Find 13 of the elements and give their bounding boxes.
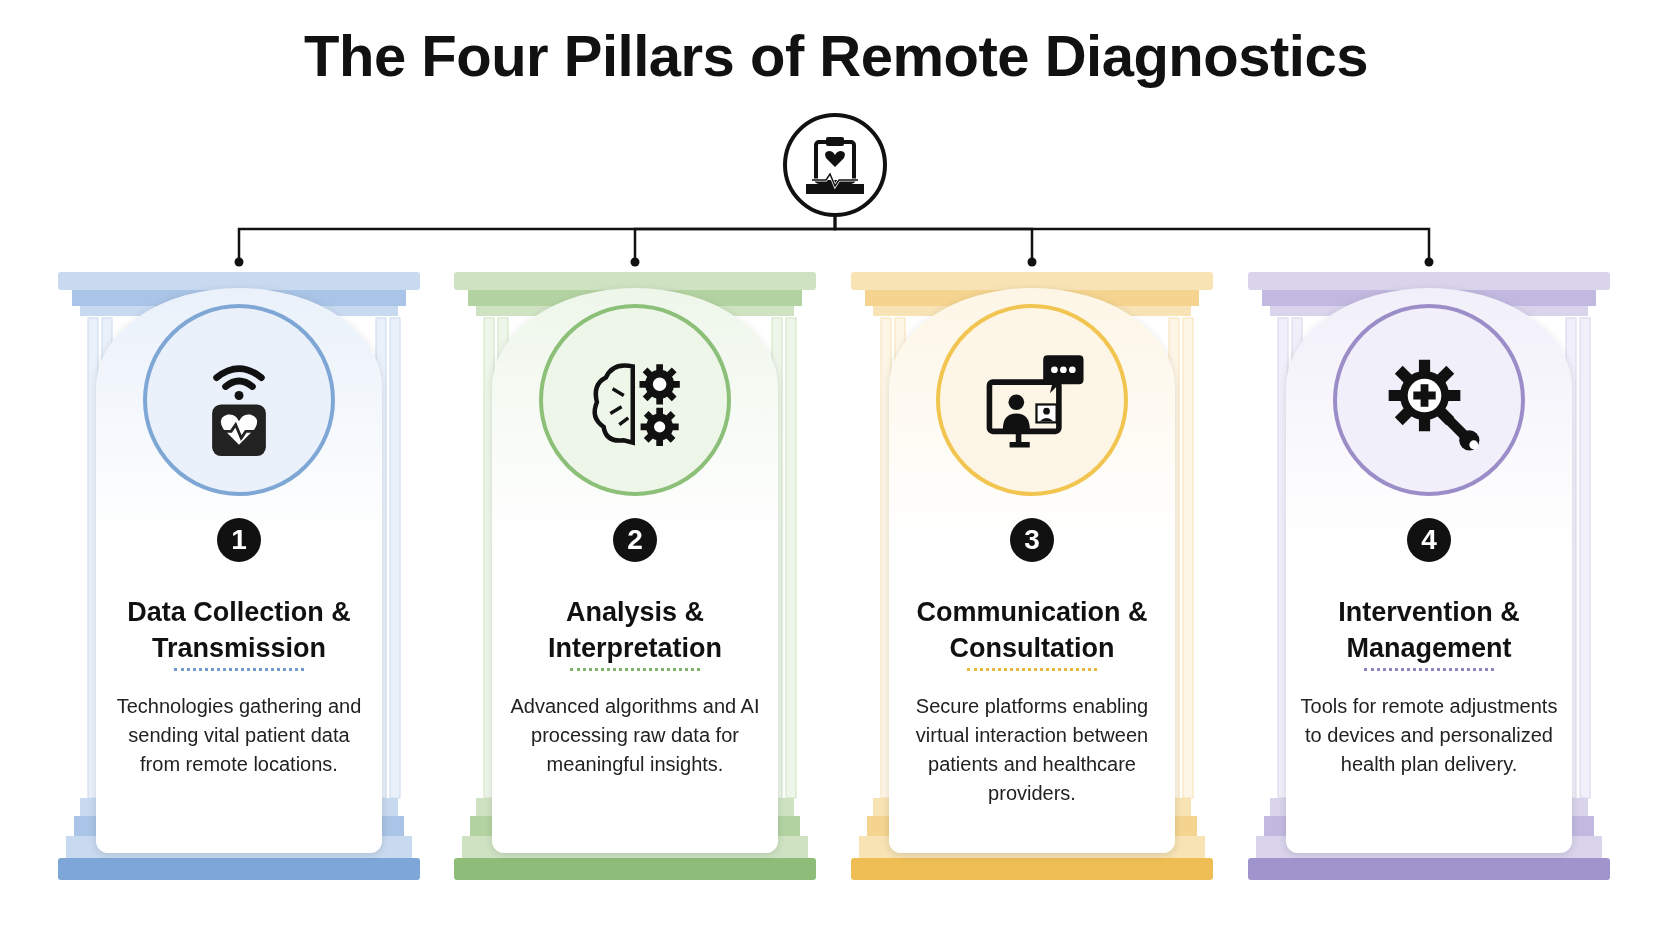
- step-number: 2: [613, 518, 657, 562]
- step-number: 3: [1010, 518, 1054, 562]
- pillar-title: Intervention & Management: [1337, 596, 1521, 665]
- diagram-title: The Four Pillars of Remote Diagnostics: [303, 22, 1369, 89]
- pillar-title: Analysis & Interpretation: [547, 596, 723, 665]
- pillar-description: Tools for remote adjustments to devices and personalized health plan delivery.: [1300, 694, 1558, 777]
- step-number: 1: [217, 518, 261, 562]
- pillar-title: Communication & Consultation: [915, 596, 1149, 665]
- pillar-description: Technologies gathering and sending vital patient data from remote locations.: [115, 694, 363, 777]
- pillar-description: Advanced algorithms and AI processing raw data for meaningful insights.: [509, 694, 761, 777]
- pillar-title: Data Collection & Transmission: [126, 596, 352, 665]
- pillar-description: Secure platforms enabling virtual interaction between patients and healthcare providers.: [914, 694, 1150, 806]
- step-number: 4: [1407, 518, 1451, 562]
